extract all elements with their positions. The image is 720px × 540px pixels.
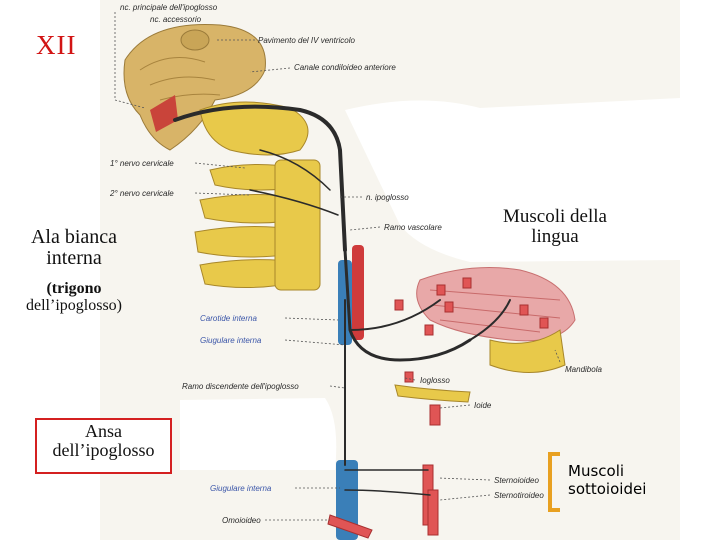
ala-bianca-line2: interna	[46, 247, 102, 269]
annot-nc-principale: nc. principale dell'ipoglosso	[120, 3, 218, 12]
white-mask-lower	[180, 398, 336, 470]
annot-n-ipoglosso: n. ipoglosso	[366, 193, 409, 202]
annot-giugulare-2: Giugulare interna	[210, 484, 272, 493]
trigono-label: (trigono dell’ipoglosso)	[4, 281, 144, 315]
annot-nc-accessorio: nc. accessorio	[150, 15, 202, 24]
ala-bianca-line1: Ala bianca	[31, 226, 117, 248]
sottoioidei-label: Muscoli sottoioidei	[568, 462, 658, 498]
annot-canale: Canale condiloideo anteriore	[294, 63, 396, 72]
annot-carotide: Carotide interna	[200, 314, 257, 323]
sottoioidei-line1: Muscoli	[568, 462, 658, 480]
annot-sternoioideo: Sternoioideo	[494, 476, 539, 485]
ansa-line1: Ansa	[85, 421, 122, 441]
annot-pavimento: Pavimento del IV ventricolo	[258, 36, 355, 45]
ansa-label: Ansa dell’ipoglosso	[35, 422, 172, 460]
sottoioidei-line2: sottoioidei	[568, 480, 658, 498]
muscoli-lingua-line2: lingua	[531, 226, 579, 247]
annot-sternotiroideo: Sternotiroideo	[494, 491, 544, 500]
annot-ioide: Ioide	[474, 401, 492, 410]
ala-bianca-label: Ala bianca interna	[4, 227, 144, 269]
annot-ioglosso: Ioglosso	[420, 376, 450, 385]
internal-carotid-artery	[352, 245, 364, 340]
annot-mandibola: Mandibola	[565, 365, 602, 374]
annot-ramo-vascolare: Ramo vascolare	[384, 223, 442, 232]
muscoli-lingua-label: Muscoli della lingua	[470, 207, 640, 247]
annot-nervo-cervicale-1: 1° nervo cervicale	[110, 159, 174, 168]
annot-ramo-discendente: Ramo discendente dell'ipoglosso	[182, 382, 299, 391]
sottoioidei-bracket	[544, 452, 564, 512]
annot-omoioideo: Omoioideo	[222, 516, 261, 525]
trigono-line1: (trigono	[46, 280, 101, 297]
trigono-line2: dell’ipoglosso)	[26, 297, 122, 314]
annot-giugulare-1: Giugulare interna	[200, 336, 262, 345]
ansa-line2: dell’ipoglosso	[53, 440, 155, 460]
slide-title: XII	[36, 30, 76, 61]
muscoli-lingua-line1: Muscoli della	[503, 206, 607, 227]
annot-nervo-cervicale-2: 2° nervo cervicale	[109, 189, 174, 198]
